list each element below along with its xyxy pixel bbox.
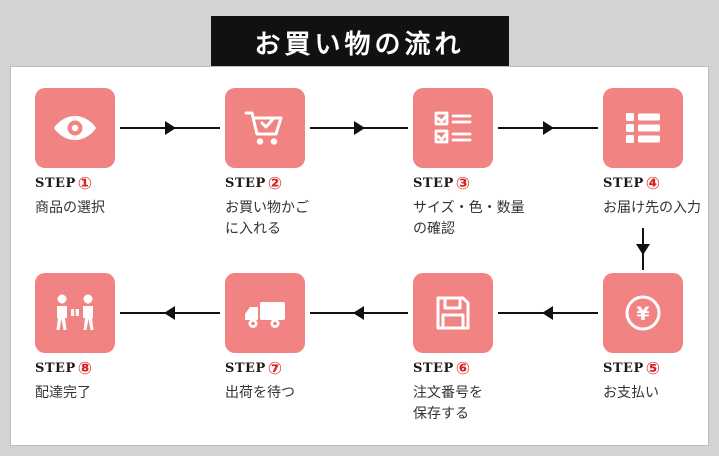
- step-desc: サイズ・色・数量 の確認: [413, 199, 525, 236]
- step-desc: 配達完了: [35, 384, 91, 400]
- handover-icon: [35, 273, 115, 353]
- step-desc: お買い物かご に入れる: [225, 199, 309, 236]
- checklist-icon: [434, 111, 472, 144]
- step-desc: お支払い: [603, 384, 659, 400]
- eye-icon: [35, 88, 115, 168]
- step-desc: お届け先の入力: [603, 199, 701, 215]
- truck-icon: [245, 302, 285, 328]
- arrow-left-icon: [310, 306, 408, 320]
- list-icon: [626, 113, 660, 143]
- step-desc: 商品の選択: [35, 199, 105, 215]
- cart-icon: [244, 111, 283, 145]
- step-desc: 出荷を待つ: [225, 384, 295, 400]
- list-icon: [603, 88, 683, 168]
- yen-icon: ¥: [625, 295, 661, 331]
- svg-text:¥: ¥: [636, 303, 649, 325]
- step-desc: 注文番号を 保存する: [413, 384, 483, 421]
- arrow-right-icon: [498, 121, 598, 135]
- page-title: お買い物の流れ: [210, 16, 509, 69]
- arrow-down-icon: [636, 228, 650, 270]
- yen-icon: ¥: [603, 273, 683, 353]
- eye-icon: [54, 116, 96, 140]
- cart-icon: [225, 88, 305, 168]
- checklist-icon: [413, 88, 493, 168]
- save-icon: [413, 273, 493, 353]
- arrow-left-icon: [498, 306, 598, 320]
- handover-icon: [56, 294, 94, 330]
- arrow-left-icon: [120, 306, 220, 320]
- truck-icon: [225, 273, 305, 353]
- save-icon: [436, 296, 470, 330]
- arrow-right-icon: [310, 121, 408, 135]
- arrow-right-icon: [120, 121, 220, 135]
